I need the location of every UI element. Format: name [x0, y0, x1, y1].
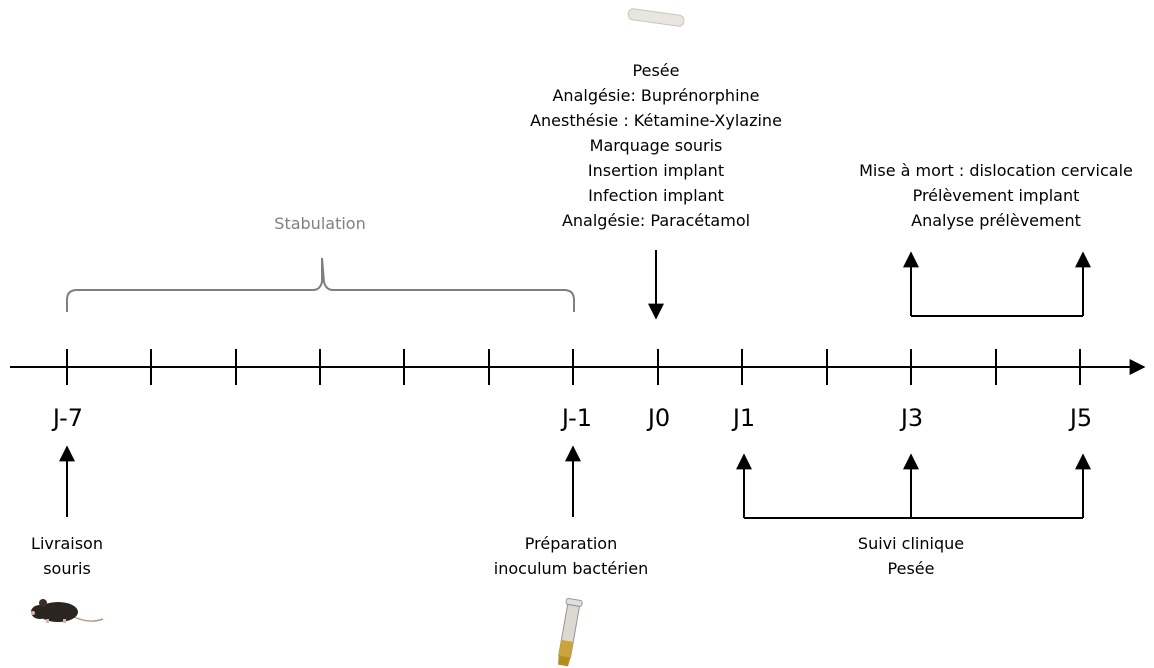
timeline-ticks	[66, 349, 1081, 385]
svg-text:Livraison: Livraison	[31, 534, 103, 553]
preparation-text: Préparation inoculum bactérien	[494, 534, 648, 578]
day-label: J5	[1068, 404, 1092, 432]
day-label: J3	[899, 404, 923, 432]
j0-procedure: Infection implant	[588, 186, 724, 205]
svg-text:Pesée: Pesée	[888, 559, 935, 578]
j0-procedure: Insertion implant	[588, 161, 724, 180]
day-label: J1	[731, 404, 755, 432]
day-label: J-7	[51, 404, 83, 432]
followup-bracket	[736, 453, 1091, 519]
test-tube-icon	[558, 597, 583, 667]
end-procedure: Analyse prélèvement	[911, 211, 1081, 230]
day-label: J0	[646, 404, 670, 432]
stabulation-bracket	[66, 257, 575, 312]
end-procedures: Mise à mort : dislocation cervicale Prél…	[859, 161, 1133, 230]
j0-procedures: Pesée Analgésie: Buprénorphine Anesthési…	[530, 61, 782, 230]
end-procedure: Mise à mort : dislocation cervicale	[859, 161, 1133, 180]
svg-text:Suivi clinique: Suivi clinique	[858, 534, 964, 553]
svg-text:Préparation: Préparation	[525, 534, 617, 553]
svg-text:souris: souris	[43, 559, 91, 578]
followup-text: Suivi clinique Pesée	[858, 534, 964, 578]
j0-procedure: Anesthésie : Kétamine-Xylazine	[530, 111, 782, 130]
end-procedure: Prélèvement implant	[913, 186, 1080, 205]
j0-procedure: Analgésie: Paracétamol	[562, 211, 750, 230]
delivery-text: Livraison souris	[31, 534, 103, 578]
day-label: J-1	[560, 404, 592, 432]
j0-procedure: Marquage souris	[590, 136, 723, 155]
end-bracket	[903, 251, 1091, 317]
stabulation-label: Stabulation	[274, 214, 365, 233]
svg-text:inoculum bactérien: inoculum bactérien	[494, 559, 648, 578]
j0-procedure: Pesée	[633, 61, 680, 80]
mouse-icon	[31, 599, 104, 623]
day-labels: J-7 J-1 J0 J1 J3 J5	[51, 404, 1092, 432]
implant-icon	[627, 8, 685, 27]
j0-procedure: Analgésie: Buprénorphine	[552, 86, 759, 105]
